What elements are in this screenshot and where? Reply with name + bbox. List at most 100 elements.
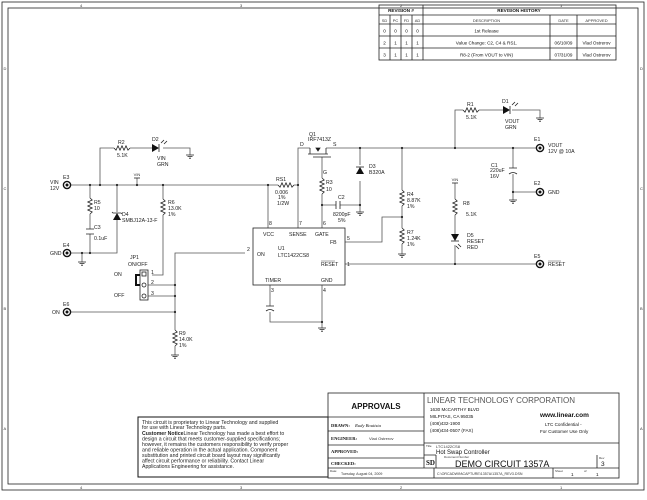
label-c3-ref: C3 — [94, 225, 101, 231]
label-e1-l1: VOUT — [548, 143, 563, 149]
label-u1-fb: FB — [330, 240, 337, 246]
test-point-e1[interactable] — [535, 143, 545, 153]
revision-cell: R8-2 (From VOUT to VIN) — [460, 53, 513, 58]
label-r4-v2: 1% — [407, 204, 415, 210]
capacitor-c2 — [335, 201, 341, 209]
svg-text:Rev: Rev — [599, 456, 605, 460]
svg-text:CHECKED:: CHECKED: — [331, 461, 356, 466]
label-r4-v1: 8.87K — [407, 198, 421, 204]
label-r1-ref: R1 — [467, 102, 474, 108]
label-u1-p2: 2 — [247, 247, 250, 253]
label-r5-v1: 10 — [94, 206, 100, 212]
resistor-r7 — [398, 227, 406, 245]
revision-cell: 0 — [405, 29, 408, 34]
test-point-e6[interactable] — [62, 307, 72, 317]
ground-icon — [318, 327, 326, 332]
label-d1-v2: GRN — [505, 125, 517, 131]
resistor-r1 — [462, 106, 480, 114]
label-e4-l1: GND — [50, 251, 62, 257]
capacitor-c3 — [86, 228, 94, 235]
label-r2-ref: R2 — [118, 140, 125, 146]
svg-text:1630 McCARTHY BLVD: 1630 McCARTHY BLVD — [430, 407, 480, 412]
label-e6-ref: E6 — [63, 302, 69, 308]
revision-number-header: REVISION # — [388, 8, 414, 13]
svg-text:LTC Confidential -: LTC Confidential - — [545, 422, 582, 427]
svg-text:for use with Linear Technology: for use with Linear Technology parts. — [142, 425, 226, 431]
customer-notice: This circuit is proprietary to Linear Te… — [137, 416, 329, 478]
label-c2-ref: C2 — [338, 195, 345, 201]
resistor-r9 — [171, 329, 179, 347]
test-point-e3[interactable] — [62, 180, 72, 190]
ground-icon — [186, 154, 194, 159]
label-c3-v1: 0.1uF — [94, 236, 107, 242]
ground-icon — [356, 211, 364, 216]
test-point-e2[interactable] — [535, 187, 545, 197]
label-e3-l1: VIN — [50, 180, 59, 186]
label-e6-l1: ON — [52, 310, 60, 316]
label-c2-v1: 8200pF — [333, 212, 351, 218]
revision-cell: 1 — [394, 53, 397, 58]
label-c1-v1: 220uF — [490, 168, 505, 174]
label-u1-reset: RESET — [321, 262, 339, 268]
revision-number: 3 — [601, 461, 605, 468]
label-u1-vcc: VCC — [263, 232, 274, 238]
revision-cell: 0 — [416, 29, 419, 34]
label-u1-p1: 1 — [347, 262, 350, 268]
svg-text:Customer NoticeLinear Technolo: Customer NoticeLinear Technology has mad… — [142, 431, 284, 437]
label-r6-v2: 1% — [168, 212, 176, 218]
label-r2-v1: 5.1K — [117, 153, 128, 159]
test-point-e5[interactable] — [535, 259, 545, 269]
label-jp1-off: OFF — [114, 293, 124, 299]
svg-text:affect circuit performance or: affect circuit performance or reliabilit… — [142, 459, 264, 465]
revision-cell: 0 — [394, 29, 397, 34]
label-jp1-v1: ON/OFF — [128, 262, 148, 268]
border-row-b-right: B — [640, 306, 643, 311]
resistor-rs1 — [277, 181, 295, 189]
svg-text:substitution and printed circu: substitution and printed circuit board l… — [142, 453, 281, 459]
svg-text:Date:: Date: — [330, 469, 337, 473]
border-col-3-bottom: 3 — [240, 485, 243, 490]
label-c2-v2: 5% — [338, 218, 346, 224]
border-col-2-bottom: 2 — [400, 485, 403, 490]
revision-cell: 1 — [394, 41, 397, 46]
resistor-r8 — [451, 198, 459, 216]
label-r7-v1: 1.24K — [407, 236, 421, 242]
test-point-e4[interactable] — [62, 248, 72, 258]
resistor-r4 — [398, 189, 406, 207]
revision-cell: 07/31/09 — [555, 53, 573, 58]
label-e2-l1: GND — [548, 190, 560, 196]
label-r6-v1: 13.0K — [168, 206, 182, 212]
label-r1-v1: 5.1K — [466, 115, 477, 121]
title-description: Hot Swap Controller — [436, 450, 490, 456]
resistor-r5 — [86, 197, 94, 215]
label-r7-v2: 1% — [407, 242, 415, 248]
svg-text:Title: Title — [426, 444, 432, 448]
title-part: LTC1422CS8 — [436, 444, 461, 449]
label-r8-ref: R8 — [463, 201, 470, 207]
jumper-jp1[interactable] — [135, 269, 149, 301]
label-d2-ref: D2 — [152, 137, 159, 143]
revision-cell: 06/10/09 — [555, 41, 573, 46]
label-u1-p6: 6 — [323, 221, 326, 227]
label-r8-v1: 5.1K — [466, 212, 477, 218]
label-r3-v1: 10 — [326, 187, 332, 193]
revision-cell: 1st Release — [474, 29, 499, 34]
led-d5 — [451, 234, 462, 250]
label-d2-v2: GRN — [157, 162, 169, 168]
revision-cell: 1 — [416, 53, 419, 58]
label-r9-v2: 1% — [179, 343, 187, 349]
revision-cell: 2 — [383, 41, 386, 46]
wires — [71, 109, 541, 355]
label-u1-ref: U1 — [278, 246, 285, 252]
label-u1-timer: TIMER — [265, 278, 281, 284]
label-u1-p7: 7 — [299, 221, 302, 227]
label-u1-sense: SENSE — [289, 232, 307, 238]
revision-cell: 0 — [383, 29, 386, 34]
label-rs1-ref: RS1 — [276, 177, 286, 183]
label-u1-on: ON — [257, 252, 265, 258]
label-d5-v1: RESET — [467, 239, 485, 245]
label-rs1-v2: 1% — [278, 195, 286, 201]
approvals-heading: APPROVALS — [351, 402, 401, 411]
